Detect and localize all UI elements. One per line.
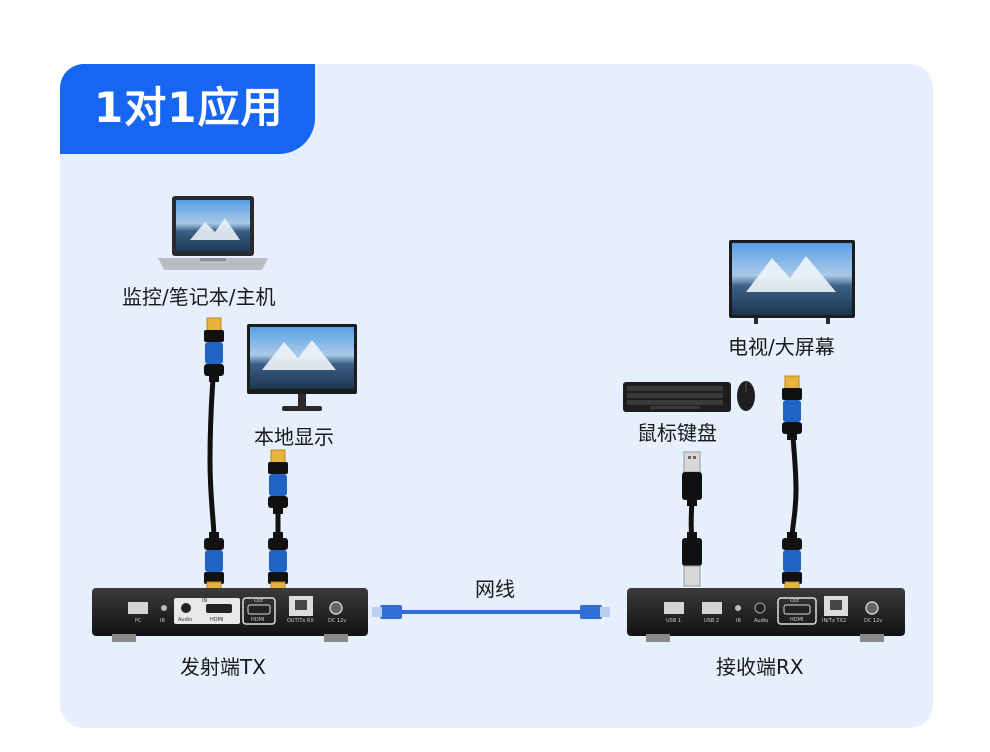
label-transmitter: 发射端TX [180, 655, 266, 679]
rx-port-ir: IR [736, 618, 741, 624]
tx-port-hdmi-out: HDMI [251, 617, 264, 623]
title-tab [60, 64, 315, 154]
tx-port-hdmi-in: HDMI [210, 617, 223, 623]
transmitter-device [92, 588, 368, 642]
tx-port-audio: Audio [178, 617, 192, 623]
hdmi-cable-tv [781, 375, 803, 597]
rx-port-audio: Audio [754, 618, 768, 624]
mouse-icon [737, 381, 755, 411]
label-receiver: 接收端RX [716, 655, 804, 679]
tx-port-pc: PC [135, 618, 142, 624]
tx-out-tag: Out [254, 598, 263, 604]
rx-out-tag: Out [790, 598, 799, 604]
tx-port-ir: IR [160, 618, 165, 624]
page-title: 1对1应用 [94, 83, 284, 132]
tx-port-dc: DC 12v [328, 618, 346, 624]
network-cable [372, 605, 610, 619]
label-tv: 电视/大屏幕 [728, 335, 835, 359]
receiver-device [627, 588, 905, 642]
label-keyboard-mouse: 鼠标键盘 [637, 421, 717, 445]
local-monitor-icon [247, 324, 357, 411]
tv-icon [729, 240, 855, 324]
keyboard-icon [623, 382, 731, 412]
rx-port-hdmi: HDMI [790, 617, 803, 623]
rx-port-usb1: USB 1 [666, 618, 681, 624]
rx-port-dc: DC 12v [864, 618, 882, 624]
label-network-cable: 网线 [475, 577, 515, 601]
rx-port-usb2: USB 2 [704, 618, 719, 624]
hdmi-cable-source [203, 317, 225, 597]
hdmi-cable-local [267, 449, 289, 597]
tx-in-tag: IN [202, 598, 207, 604]
usb-cable-keyboard [681, 451, 703, 587]
rx-port-net: IN/Tx TX2 [822, 618, 846, 624]
label-source: 监控/笔记本/主机 [122, 285, 276, 309]
label-local-display: 本地显示 [254, 425, 334, 449]
laptop-icon [158, 196, 268, 270]
tx-port-net: OUT/Tx RX [287, 618, 314, 624]
